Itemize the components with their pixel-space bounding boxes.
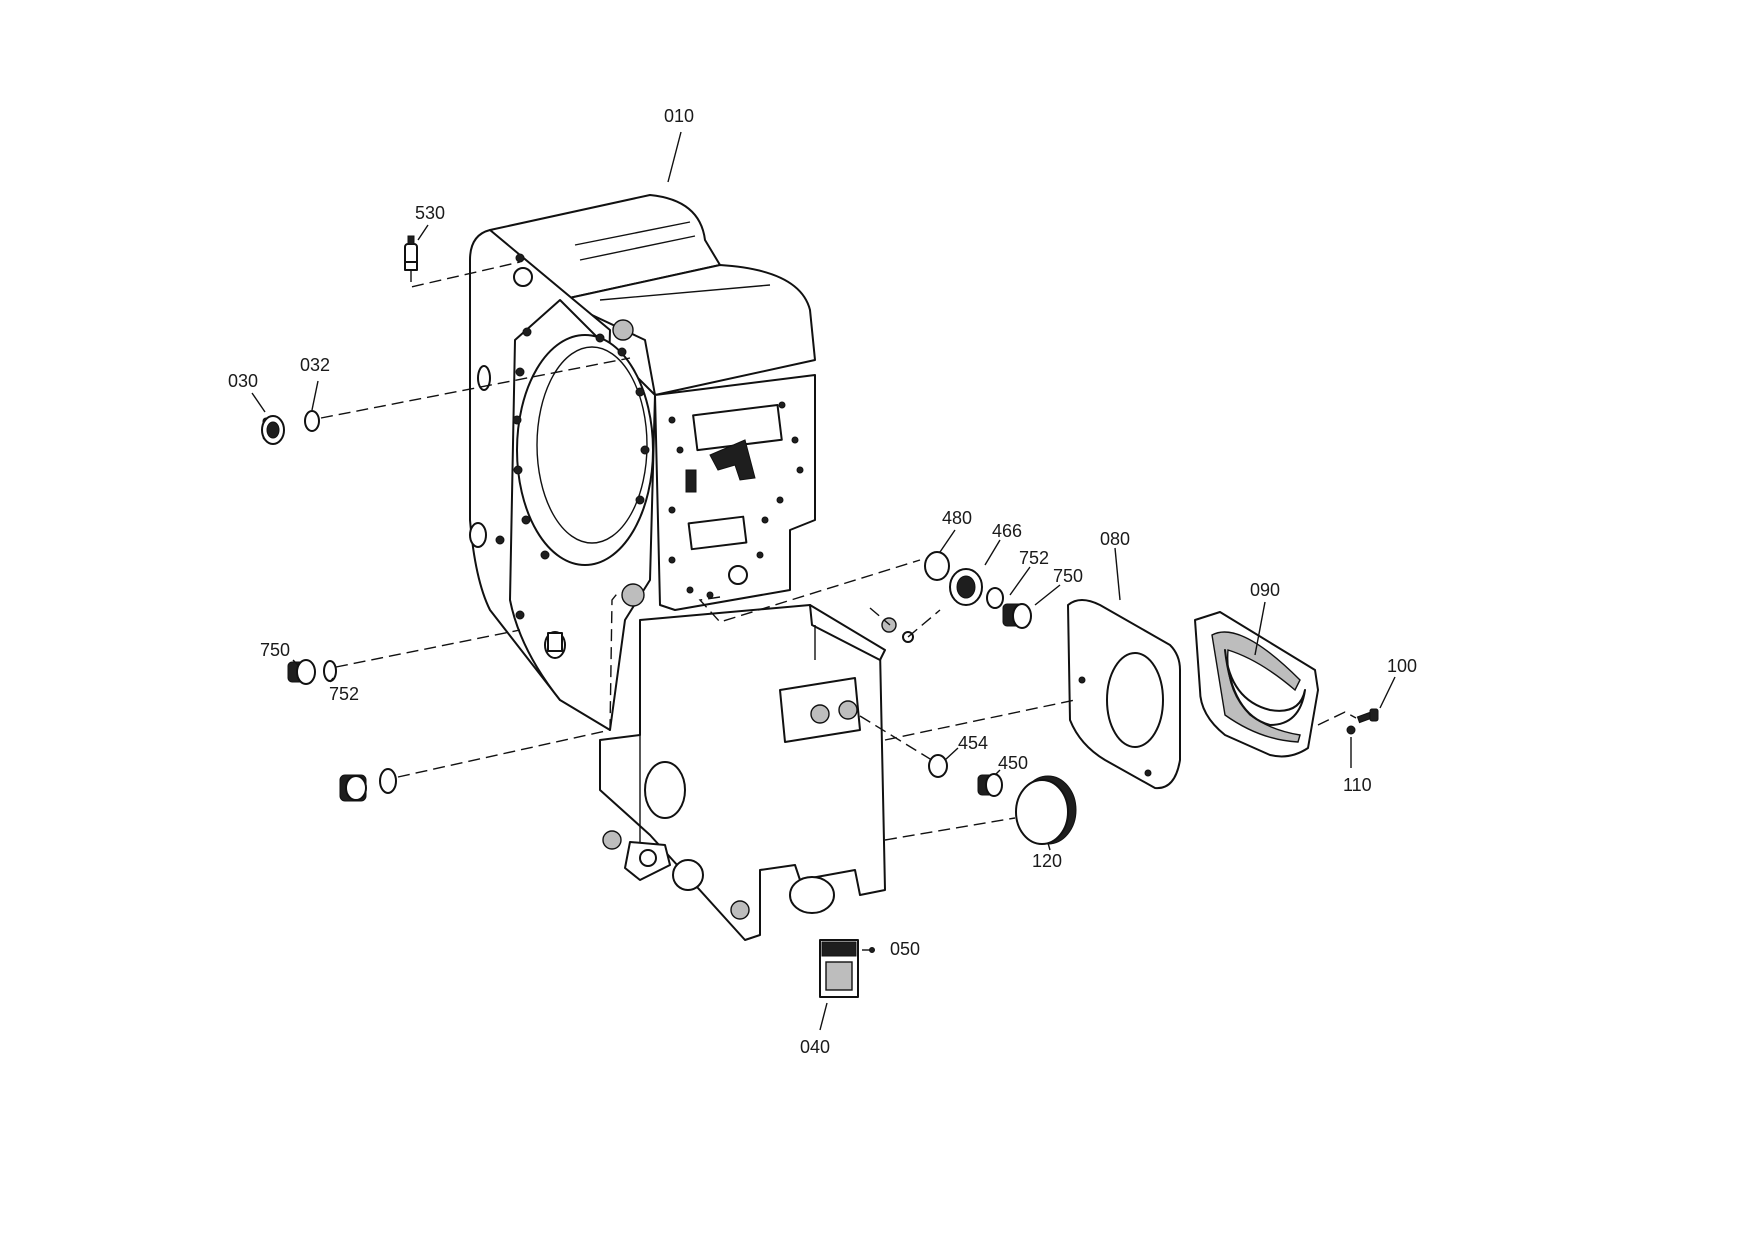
part-090-shield — [1194, 611, 1319, 758]
label-010: 010 — [664, 106, 694, 126]
part-040-nameplate — [819, 939, 859, 998]
part-450-plug — [977, 773, 1003, 797]
label-466: 466 — [992, 521, 1022, 541]
plate-holes — [668, 401, 804, 599]
label-080: 080 — [1100, 529, 1130, 549]
label-040: 040 — [800, 1037, 830, 1057]
oring-lower-left — [379, 768, 397, 794]
label-752-right: 752 — [1019, 548, 1049, 568]
label-032: 032 — [300, 355, 330, 375]
leader-lines — [251, 131, 1396, 1031]
part-080-plate — [1067, 599, 1181, 790]
part-030-plug — [261, 415, 285, 445]
part-530-breather — [404, 235, 418, 271]
label-030: 030 — [228, 371, 258, 391]
part-110-washer — [1346, 725, 1356, 735]
label-530: 530 — [415, 203, 445, 223]
label-100: 100 — [1387, 656, 1417, 676]
part-454-ring — [928, 754, 948, 778]
label-750-left: 750 — [260, 640, 290, 660]
part-120-cover — [1015, 775, 1077, 845]
part-466-plug — [949, 568, 983, 606]
assembly-lines — [320, 261, 1357, 951]
label-110: 110 — [1343, 775, 1372, 795]
part-032-oring — [304, 410, 320, 432]
housing-010 — [469, 194, 886, 941]
label-090: 090 — [1250, 580, 1280, 600]
plug-lower-left — [339, 774, 367, 802]
part-752-oring-right — [986, 587, 1004, 609]
label-480: 480 — [942, 508, 972, 528]
part-050-rivet — [869, 947, 875, 953]
bolt-holes — [495, 253, 650, 620]
callout-labels: 010 530 030 032 750 752 480 466 752 750 … — [228, 106, 1417, 1057]
label-450: 450 — [998, 753, 1028, 773]
label-750-right: 750 — [1053, 566, 1083, 586]
part-480-ring — [924, 551, 950, 581]
label-752-left: 752 — [329, 684, 359, 704]
label-454: 454 — [958, 733, 988, 753]
part-750-plug-left — [287, 659, 316, 685]
part-750-plug-right — [1002, 603, 1032, 629]
part-100-bolt — [1356, 708, 1379, 724]
part-752-oring-left — [323, 660, 337, 682]
label-120: 120 — [1032, 851, 1062, 871]
label-050: 050 — [890, 939, 920, 959]
